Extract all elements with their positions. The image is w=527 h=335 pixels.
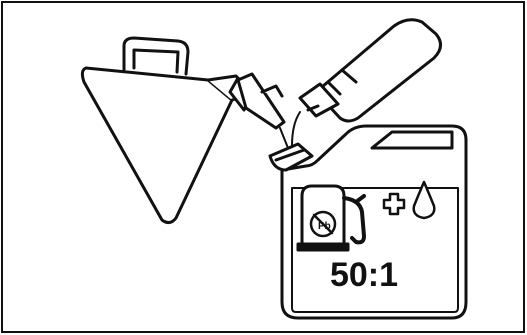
fuel-pour-can-icon: [80, 36, 286, 225]
oil-drop-icon: [412, 180, 436, 220]
no-lead-fuel-icon: Pb: [309, 210, 337, 238]
svg-text:Pb: Pb: [318, 221, 331, 232]
fuel-stream: [279, 127, 289, 149]
fuel-can-icon: [268, 124, 468, 320]
oil-bottle-icon: [298, 18, 442, 123]
mix-ratio-label: 50:1: [330, 256, 398, 294]
plus-icon: [382, 192, 406, 216]
oil-stream: [291, 111, 301, 147]
